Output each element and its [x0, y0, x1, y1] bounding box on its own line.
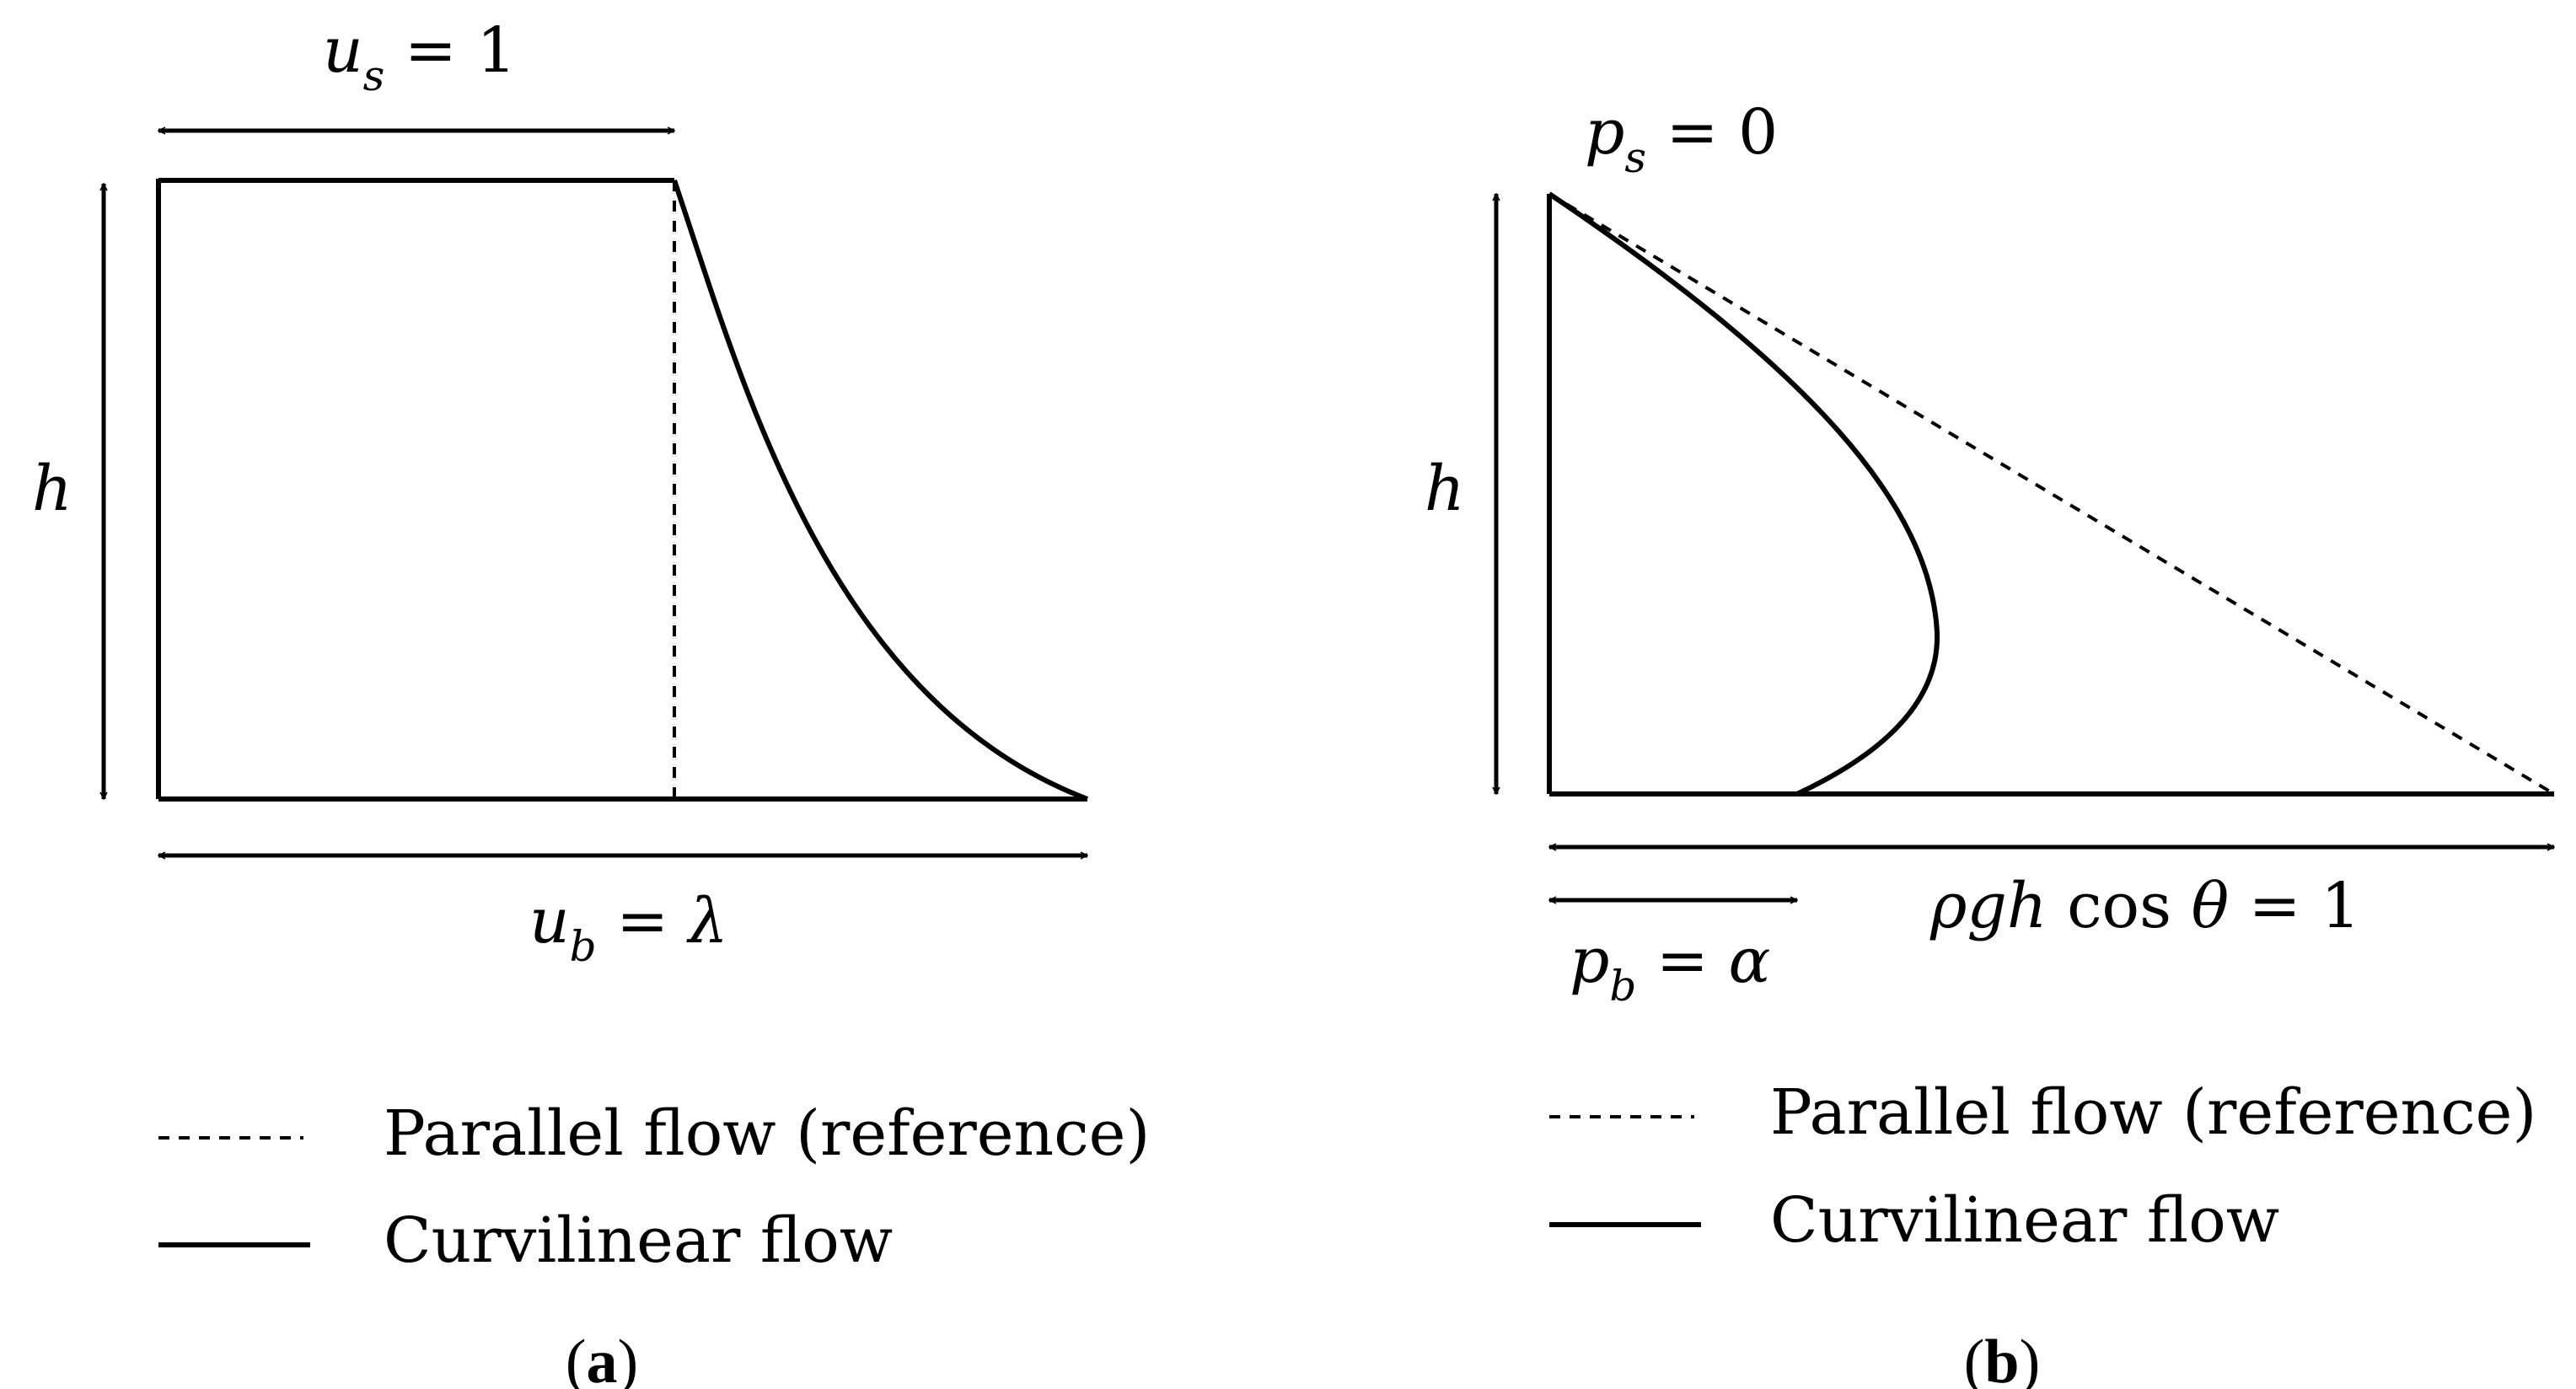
hydrostatic-pressure-label: ρgh cos θ = 1 [1929, 870, 2360, 942]
legend-curvilinear-flow-label: Curvilinear flow [384, 1204, 893, 1277]
curvilinear-flow-profile [1548, 191, 1940, 796]
surface-velocity-label: us = 1 [323, 14, 516, 100]
caption-a: (a) [566, 1327, 638, 1389]
panel-a: us = 1 h ub = λ Parallel flow (reference… [32, 14, 1150, 1389]
caption-b: (b) [1964, 1327, 2040, 1389]
parallel-flow-profile [1548, 192, 2556, 796]
curvilinear-flow-profile [672, 180, 1089, 802]
bed-velocity-label: ub = λ [529, 885, 728, 971]
panel-b: ps = 0 h ρgh cos θ = 1 pb = α Parallel f… [1425, 96, 2556, 1389]
base-pressure-label: pb = α [1570, 925, 1770, 1011]
legend-curvilinear-flow-label: Curvilinear flow [1770, 1184, 2279, 1257]
height-label: h [32, 453, 72, 525]
surface-pressure-label: ps = 0 [1585, 96, 1778, 182]
legend-parallel-flow-label: Parallel flow (reference) [384, 1097, 1150, 1170]
legend-parallel-flow-label: Parallel flow (reference) [1770, 1076, 2536, 1149]
height-label: h [1425, 453, 1465, 525]
